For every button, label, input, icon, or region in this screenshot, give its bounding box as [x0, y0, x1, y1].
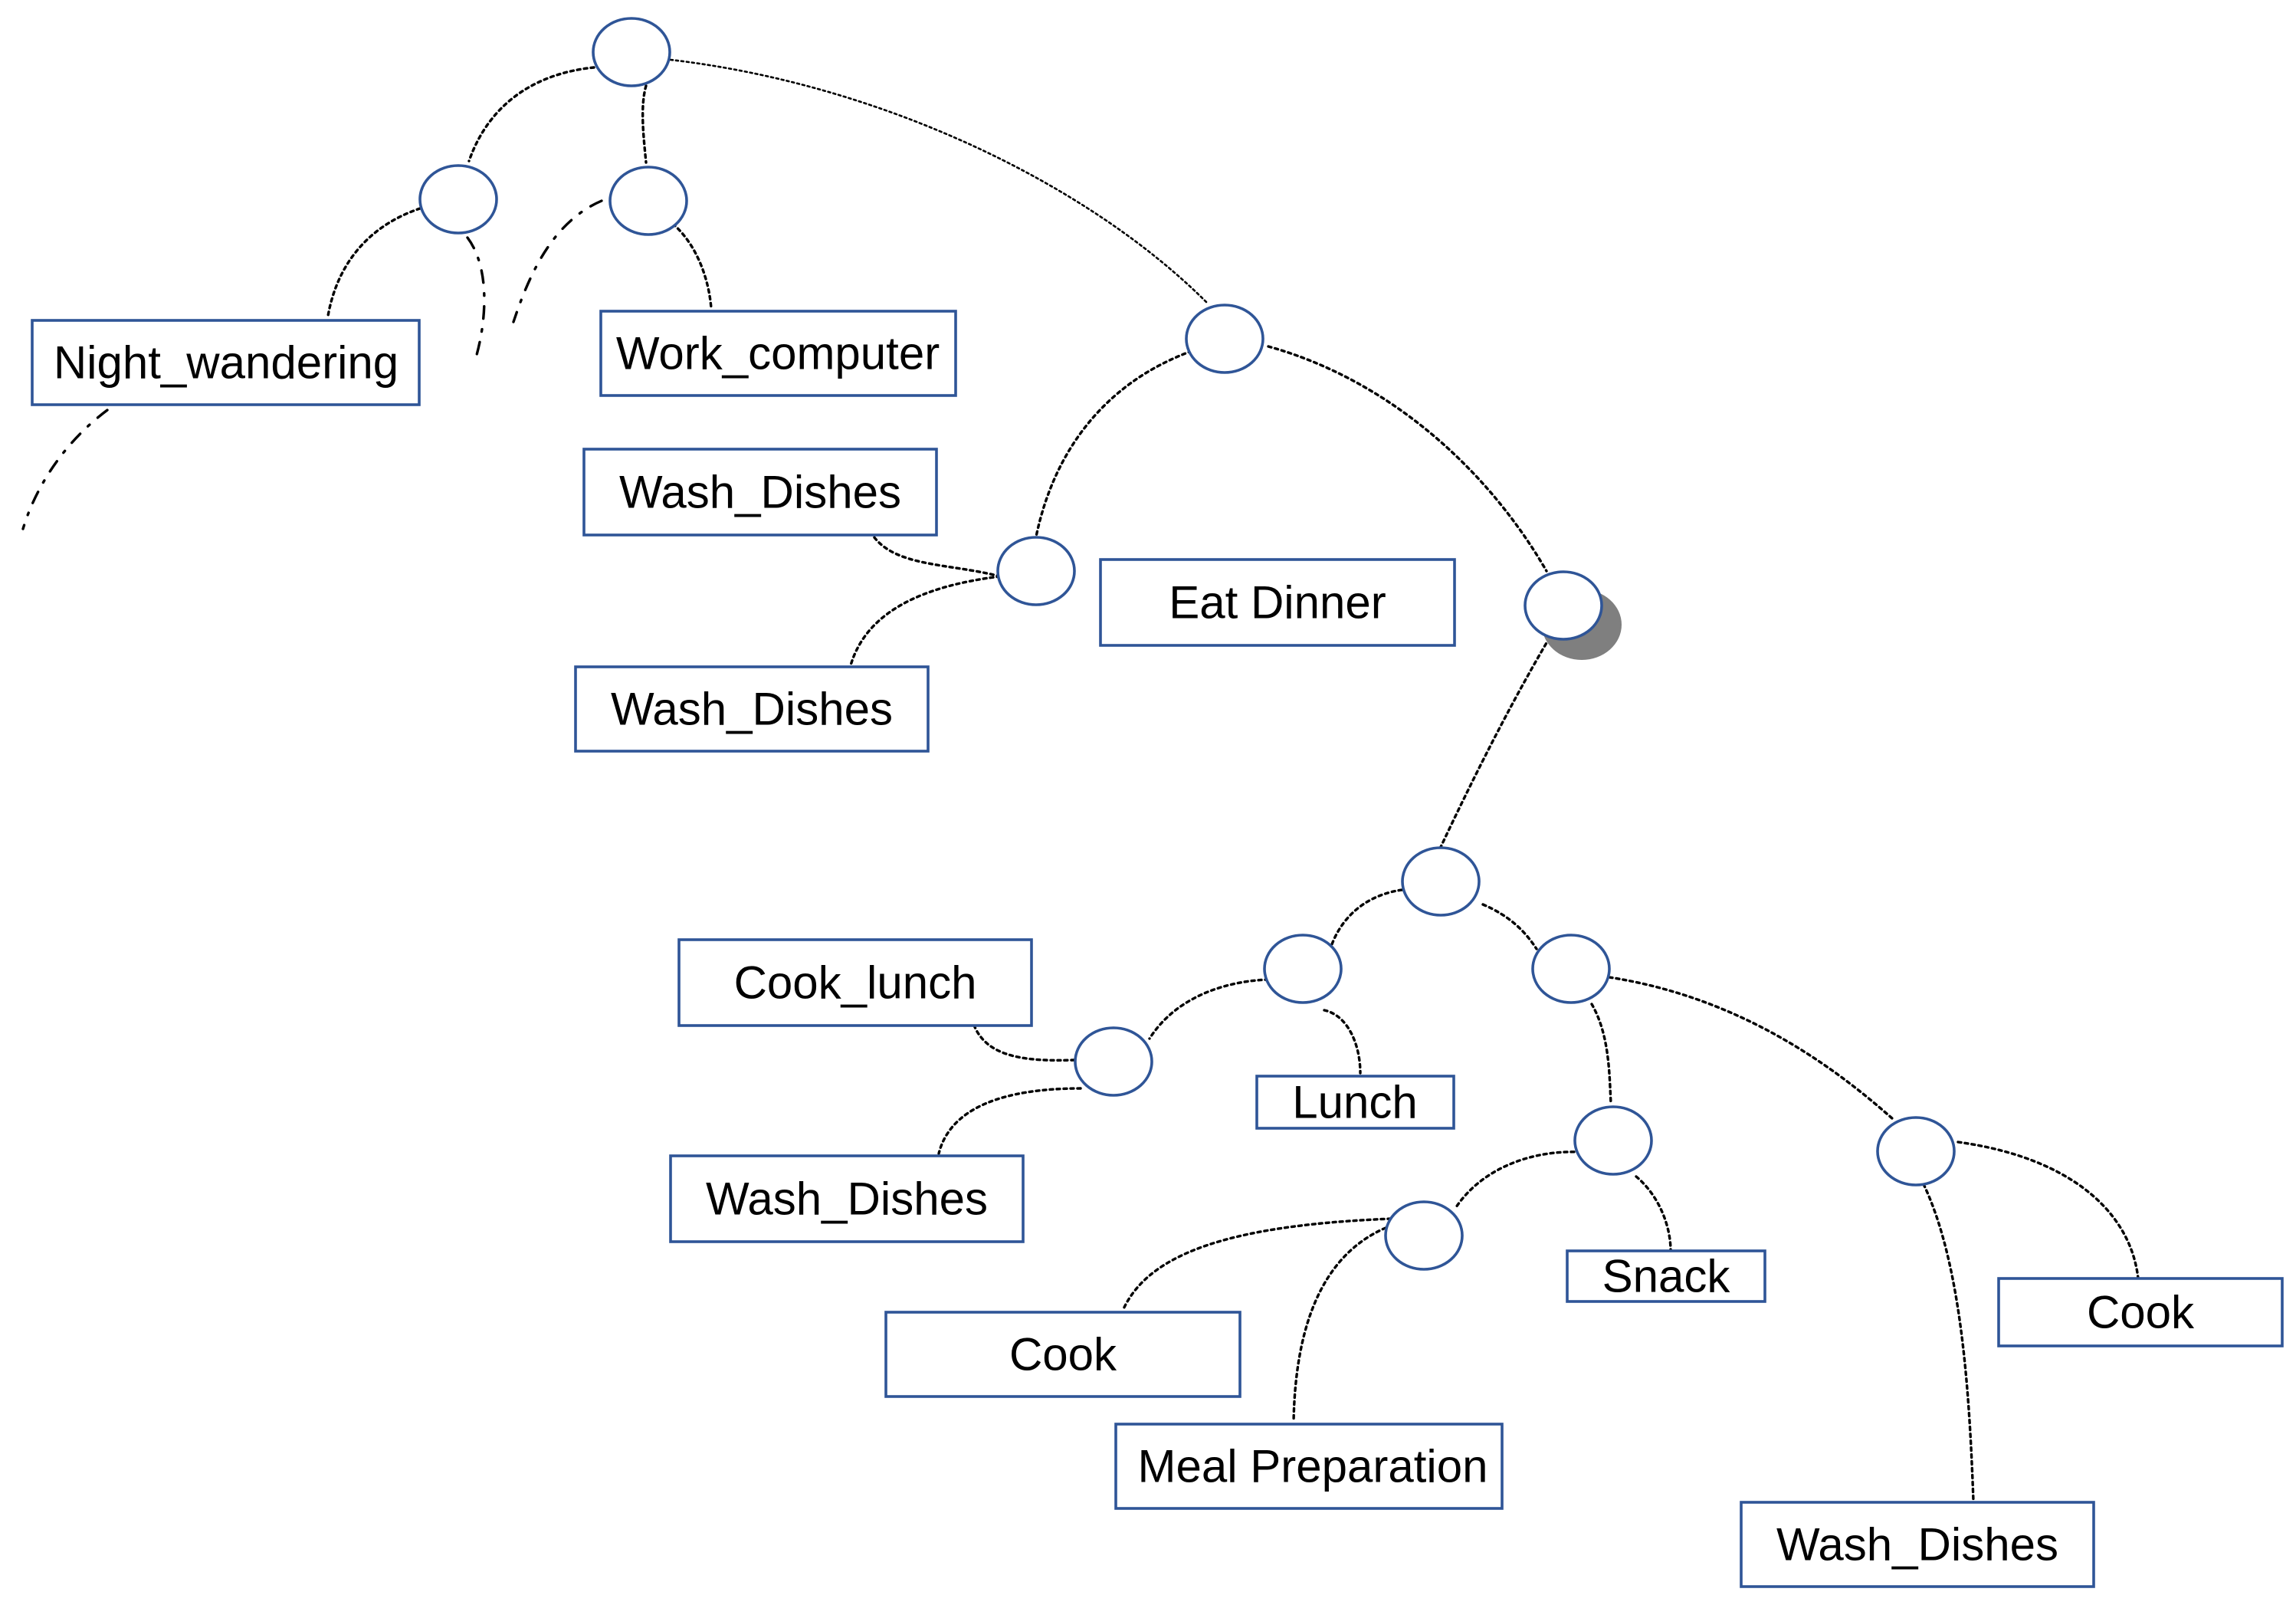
nodes: [418, 17, 1956, 1271]
wash-dishes-3-label: Wash_Dishes: [706, 1173, 988, 1225]
tree-node-n11: [1573, 1105, 1653, 1176]
tree-node-n10: [1074, 1026, 1153, 1097]
edge-n10-to-cook-lunch: [973, 1026, 1076, 1062]
edge-n7-to-n8: [1330, 888, 1410, 946]
edge-n11-to-snack: [1635, 1175, 1672, 1252]
box-eat-dinner: Eat Dinner: [1099, 558, 1456, 647]
edge-night-wandering-continuation: [21, 409, 109, 530]
tree-node-n4: [1185, 304, 1264, 374]
tree-node-n13: [1384, 1200, 1464, 1271]
snack-label: Snack: [1602, 1251, 1731, 1302]
edge-n8-to-lunch: [1323, 1009, 1362, 1075]
box-cook-lunch: Cook_lunch: [677, 938, 1033, 1027]
edge-n4-to-n5: [1035, 350, 1193, 538]
box-work-computer: Work_computer: [599, 310, 957, 397]
edge-n11-to-n13: [1455, 1150, 1583, 1209]
eat-dinner-label: Eat Dinner: [1169, 577, 1386, 629]
edge-n2-continuation: [466, 236, 486, 362]
edge-n2-to-night-wandering: [326, 207, 421, 317]
cook-2-label: Cook: [2087, 1287, 2195, 1338]
edge-root-to-n3: [641, 84, 648, 164]
edge-n13-to-meal-preparation: [1292, 1226, 1387, 1423]
work-computer-label: Work_computer: [616, 328, 940, 379]
tree-node-n9: [1531, 934, 1611, 1004]
edge-n12-to-wash-dishes-4: [1922, 1183, 1975, 1502]
box-wash-dishes-1: Wash_Dishes: [582, 448, 938, 537]
wash-dishes-1-label: Wash_Dishes: [619, 467, 901, 518]
tree-node-n3: [608, 166, 688, 236]
meal-preparation-label: Meal Preparation: [1138, 1441, 1488, 1492]
box-cook-2: Cook: [1997, 1277, 2284, 1347]
box-cook-1: Cook: [884, 1311, 1241, 1398]
edge-n9-to-n11: [1590, 1003, 1612, 1105]
edge-n13-to-cook-1: [1121, 1217, 1392, 1312]
edge-n12-to-cook-2: [1957, 1141, 2140, 1280]
edge-n7-to-n9: [1481, 903, 1538, 950]
wash-dishes-4-label: Wash_Dishes: [1776, 1519, 2058, 1571]
edge-n5-to-wash-dishes-2: [849, 575, 1002, 667]
box-meal-preparation: Meal Preparation: [1114, 1423, 1504, 1510]
edge-n3-to-work-computer: [671, 222, 713, 310]
cook-lunch-label: Cook_lunch: [734, 957, 977, 1009]
cook-1-label: Cook: [1009, 1329, 1117, 1380]
tree-node-root: [592, 17, 671, 87]
lunch-label: Lunch: [1292, 1077, 1417, 1128]
edge-root-to-n2: [467, 66, 595, 162]
edge-n9-to-n12: [1608, 976, 1894, 1121]
wash-dishes-2-label: Wash_Dishes: [611, 684, 893, 735]
edges: [21, 58, 2140, 1502]
box-snack: Snack: [1566, 1249, 1766, 1303]
tree-node-n2: [418, 164, 498, 235]
box-wash-dishes-3: Wash_Dishes: [669, 1154, 1025, 1243]
tree-node-n8: [1263, 934, 1343, 1004]
tree-node-n7: [1401, 846, 1481, 917]
label-boxes: Night_wandering Work_computer Wash_Dishe…: [31, 310, 2284, 1588]
night-wandering-label: Night_wandering: [54, 337, 399, 389]
edge-n5-to-wash-dishes-1: [872, 535, 1002, 578]
tree-node-n6: [1524, 570, 1603, 641]
tree-node-n12: [1876, 1116, 1956, 1187]
box-night-wandering: Night_wandering: [31, 319, 421, 406]
box-wash-dishes-2: Wash_Dishes: [574, 665, 930, 753]
edge-n10-to-wash-dishes-3: [937, 1087, 1082, 1155]
box-wash-dishes-4: Wash_Dishes: [1740, 1501, 2095, 1588]
edge-n4-to-n6: [1267, 345, 1548, 573]
tree-node-n5: [996, 536, 1076, 606]
edge-n8-to-n10: [1148, 978, 1270, 1040]
edge-n3-continuation: [512, 199, 603, 323]
box-lunch: Lunch: [1255, 1075, 1455, 1130]
edge-n6-to-n7: [1439, 636, 1551, 848]
edge-root-to-n4: [669, 58, 1209, 304]
